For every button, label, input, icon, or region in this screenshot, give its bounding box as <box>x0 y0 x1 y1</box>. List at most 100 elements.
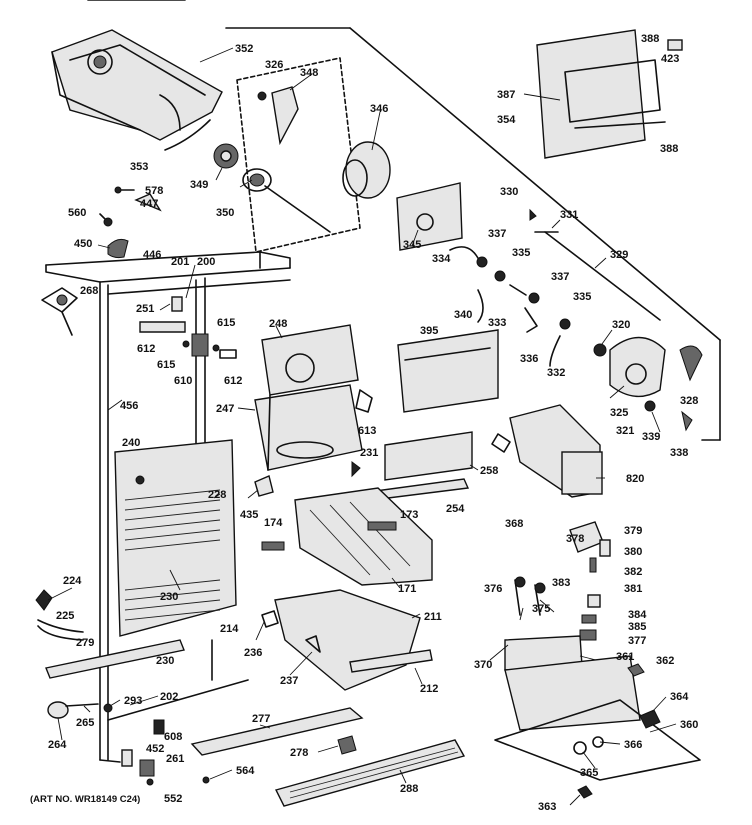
callout-333: 333 <box>488 317 506 329</box>
callout-370: 370 <box>474 659 492 671</box>
cabinet-frame <box>45 0 721 763</box>
callout-354: 354 <box>497 114 516 126</box>
callout-364: 364 <box>670 691 689 703</box>
callout-338: 338 <box>670 447 688 459</box>
ice-bucket <box>51 29 223 151</box>
callout-328: 328 <box>680 395 698 407</box>
callout-174: 174 <box>264 517 283 529</box>
evaporator-coil <box>124 489 221 621</box>
callout-211: 211 <box>424 611 442 623</box>
callout-610: 610 <box>174 375 192 387</box>
callout-258: 258 <box>480 465 498 477</box>
callout-380: 380 <box>624 546 642 558</box>
callout-231: 231 <box>360 447 378 459</box>
callout-450: 450 <box>74 238 92 250</box>
callout-383: 383 <box>552 577 570 589</box>
callout-335b: 335 <box>573 291 591 303</box>
callout-353: 353 <box>130 161 148 173</box>
callout-330: 330 <box>500 186 518 198</box>
callout-612: 612 <box>137 343 155 355</box>
callout-326: 326 <box>265 59 283 71</box>
callout-447: 447 <box>140 198 158 210</box>
callout-248: 248 <box>269 318 287 330</box>
callout-360: 360 <box>680 719 698 731</box>
callout-228: 228 <box>208 489 226 501</box>
callout-247: 247 <box>216 403 234 415</box>
callout-277: 277 <box>252 713 270 725</box>
callout-395: 395 <box>420 325 438 337</box>
callout-388: 388 <box>641 33 659 45</box>
callout-362: 362 <box>656 655 674 667</box>
callout-254: 254 <box>446 503 465 515</box>
dispenser-motor <box>593 336 703 432</box>
callout-368: 368 <box>505 518 523 530</box>
callout-240: 240 <box>122 437 140 449</box>
callout-279: 279 <box>76 637 94 649</box>
callout-337: 337 <box>488 228 506 240</box>
callout-224: 224 <box>63 575 82 587</box>
shields <box>396 182 499 413</box>
callout-384: 384 <box>628 609 647 621</box>
callout-236: 236 <box>244 647 262 659</box>
callout-379: 379 <box>624 525 642 537</box>
callout-237: 237 <box>280 675 298 687</box>
callout-212: 212 <box>420 683 438 695</box>
dispenser-housing <box>254 324 373 471</box>
wall-hardware <box>139 296 237 359</box>
art-number: (ART NO. WR18149 C24) <box>30 794 140 805</box>
callout-578: 578 <box>145 185 163 197</box>
callout-377: 377 <box>628 635 646 647</box>
trays <box>351 431 473 501</box>
callout-230b: 230 <box>156 655 174 667</box>
control-parts <box>514 521 611 641</box>
callout-435: 435 <box>240 509 258 521</box>
callout-329: 329 <box>610 249 628 261</box>
callout-337b: 337 <box>551 271 569 283</box>
callout-336: 336 <box>520 353 538 365</box>
callout-261: 261 <box>166 753 184 765</box>
callout-214: 214 <box>220 623 239 635</box>
callout-378: 378 <box>566 533 584 545</box>
callout-321: 321 <box>616 425 634 437</box>
callout-366: 366 <box>624 739 642 751</box>
callout-265: 265 <box>76 717 94 729</box>
callout-552: 552 <box>164 793 182 805</box>
toe-grille <box>190 707 466 807</box>
auger-assembly <box>213 57 391 253</box>
callout-278: 278 <box>290 747 308 759</box>
callout-382: 382 <box>624 566 642 578</box>
callout-320: 320 <box>612 319 630 331</box>
callout-251: 251 <box>136 303 154 315</box>
callout-375: 375 <box>532 603 550 615</box>
callout-820: 820 <box>626 473 644 485</box>
callout-268: 268 <box>80 285 98 297</box>
callout-345: 345 <box>403 239 421 251</box>
callout-365: 365 <box>580 767 598 779</box>
callout-340: 340 <box>454 309 472 321</box>
callout-363: 363 <box>538 801 556 813</box>
callout-labels: 352 326 348 346 353 349 350 578 447 560 … <box>30 33 698 813</box>
callout-334: 334 <box>432 253 451 265</box>
callout-452: 452 <box>146 743 164 755</box>
callout-264: 264 <box>48 739 67 751</box>
callout-332: 332 <box>547 367 565 379</box>
callout-225: 225 <box>56 610 74 622</box>
control-box <box>494 635 701 799</box>
callout-200: 200 <box>197 256 215 268</box>
callout-387: 387 <box>497 89 515 101</box>
evaporator-cover <box>114 439 237 637</box>
callout-230: 230 <box>160 591 178 603</box>
ice-maker-hardware <box>41 186 162 336</box>
callout-293: 293 <box>124 695 142 707</box>
callout-339: 339 <box>642 431 660 443</box>
callout-201: 201 <box>171 256 189 268</box>
callout-446: 446 <box>143 249 161 261</box>
callout-171: 171 <box>398 583 416 595</box>
callout-335: 335 <box>512 247 530 259</box>
callout-202: 202 <box>160 691 178 703</box>
callout-612b: 612 <box>224 375 242 387</box>
callout-349: 349 <box>190 179 208 191</box>
callout-352: 352 <box>235 43 253 55</box>
callout-385: 385 <box>628 621 646 633</box>
